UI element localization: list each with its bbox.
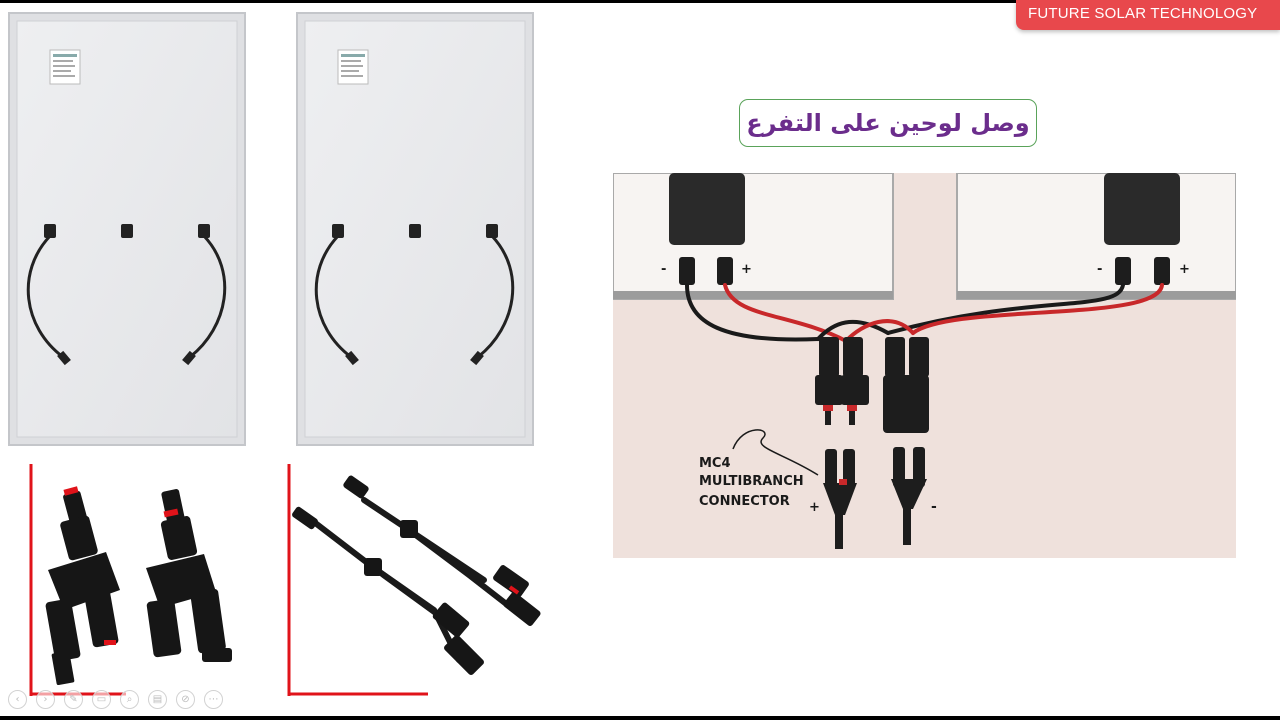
connector-label-connector: CONNECTOR	[699, 494, 790, 509]
junction-box-left	[669, 173, 745, 245]
right-plus-label: +	[1179, 262, 1190, 277]
connector-label-mc4: MC4	[699, 456, 731, 471]
brand-label: FUTURE SOLAR TECHNOLOGY	[1028, 5, 1258, 22]
junction-box-right	[1104, 173, 1180, 245]
forward-icon[interactable]: ›	[36, 690, 55, 709]
pointer-arrow	[732, 429, 819, 476]
slide-toolbar: ‹ › ✎ ▭ ⌕ ▤ ⊘ ⋯	[8, 690, 223, 714]
solar-panel-right	[296, 12, 534, 446]
brand-badge: FUTURE SOLAR TECHNOLOGY	[1016, 0, 1280, 30]
branch-plus-label: +	[809, 500, 820, 515]
slides-icon[interactable]: ▤	[148, 690, 167, 709]
more-icon[interactable]: ⋯	[204, 690, 223, 709]
title-box: وصل لوحين على التفرع	[739, 99, 1037, 147]
left-minus-label: -	[661, 262, 666, 277]
zoom-icon[interactable]: ⌕	[120, 690, 139, 709]
y-branch-cable-photo	[287, 464, 541, 696]
top-border	[0, 0, 1280, 3]
back-icon[interactable]: ‹	[8, 690, 27, 709]
parallel-wiring-diagram: - + - + MC4 MULTIBRANCH CONNECTOR + -	[613, 173, 1236, 558]
branch-minus-label: -	[931, 499, 937, 515]
page-title: وصل لوحين على التفرع	[746, 109, 1030, 137]
bottom-border	[0, 716, 1280, 720]
mc4-branch-connectors-photo	[29, 464, 232, 696]
copy-icon[interactable]: ▭	[92, 690, 111, 709]
connector-label-multibranch: MULTIBRANCH	[699, 474, 804, 489]
right-minus-label: -	[1097, 262, 1102, 277]
left-plus-label: +	[741, 262, 752, 277]
no-display-icon[interactable]: ⊘	[176, 690, 195, 709]
pen-icon[interactable]: ✎	[64, 690, 83, 709]
solar-panel-left	[8, 12, 246, 446]
